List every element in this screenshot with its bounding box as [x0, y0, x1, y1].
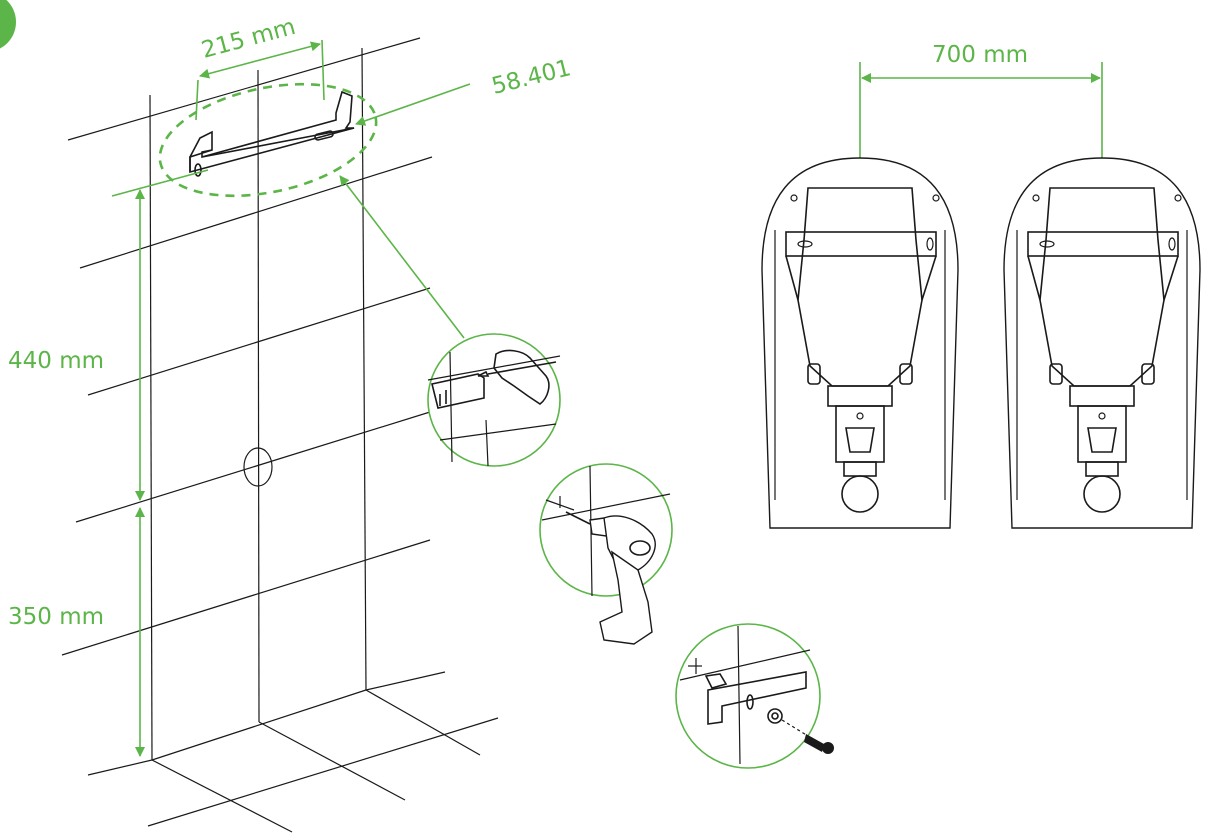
- dimension-unit-spacing: 700 mm: [859, 42, 1103, 158]
- unit-spacing-label: 700 mm: [932, 42, 1028, 68]
- urinal-unit-right: [1003, 157, 1201, 529]
- detail-fix-bracket: [675, 623, 834, 769]
- step-badge: [0, 0, 16, 49]
- mounting-bracket: [189, 90, 355, 177]
- bracket-width-label: 215 mm: [199, 14, 298, 64]
- wall-grid: [61, 37, 499, 833]
- detail-mark-position: [339, 175, 561, 467]
- pipe-outlet: [243, 447, 273, 487]
- lower-height-label: 350 mm: [8, 604, 104, 630]
- pencil-icon: [477, 349, 557, 405]
- dimension-bracket-width: 215 mm: [195, 14, 325, 121]
- wall-plug-icon: [704, 673, 728, 689]
- bracket-highlight: [158, 82, 378, 198]
- bracket-code-callout: 58.401: [355, 55, 574, 126]
- upper-height-label: 440 mm: [8, 348, 104, 374]
- drill-icon: [565, 511, 656, 645]
- screw-icon: [804, 734, 834, 754]
- bracket-code-label: 58.401: [489, 55, 573, 100]
- dimension-heights: 440 mm 350 mm: [8, 169, 209, 757]
- urinal-unit-left: [761, 157, 959, 529]
- detail-drill-holes: [539, 463, 673, 645]
